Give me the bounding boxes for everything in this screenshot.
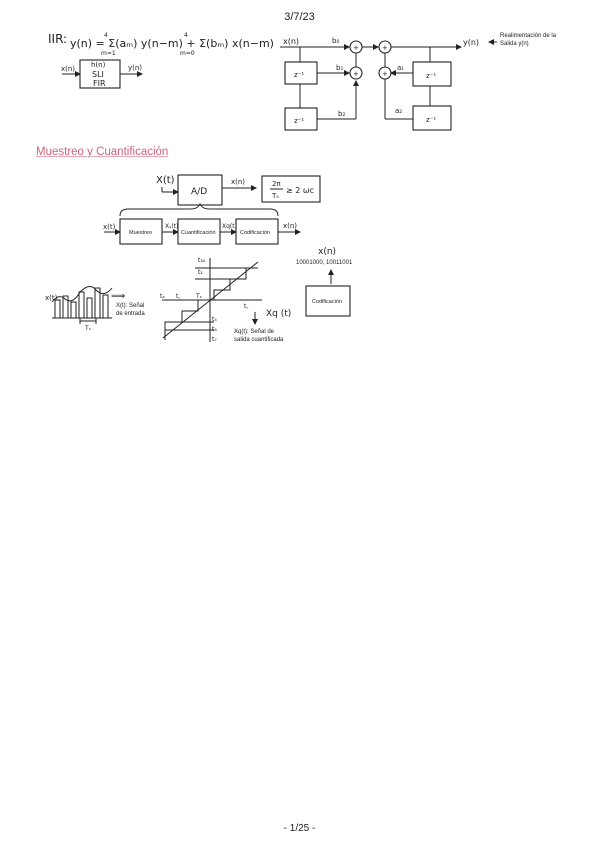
q-t7: t₇	[212, 336, 217, 343]
coding-box: Codificación	[312, 299, 342, 305]
coding-block: x(n) 10001000, 10011001 Codificación	[296, 247, 353, 317]
iir-sum-upper-b: 4	[184, 32, 188, 39]
feedback-note-2: Salida y(n)	[500, 41, 529, 47]
q-level-t1: t₁	[198, 269, 203, 276]
section-title: Muestreo y Cuantificación	[36, 146, 169, 158]
q-tb: t꜀	[176, 293, 180, 300]
q-ta: tₐ	[160, 293, 165, 300]
stage-cuantificacion: Cuantificación	[181, 230, 216, 236]
q-t6: t₆	[212, 326, 217, 333]
fir-box-top: h(n)	[91, 61, 106, 69]
implies-arrow: ⟹	[111, 291, 125, 302]
filter-output: y(n)	[463, 38, 479, 47]
coef-b1: b₁	[336, 64, 343, 72]
signal-ts: Tₛ	[84, 325, 91, 332]
stage-codificacion: Codificación	[240, 230, 270, 236]
delay-1: z⁻¹	[294, 71, 304, 79]
signal-label: x(t)	[45, 294, 58, 302]
q-caption-2: salida cuantificada	[234, 337, 284, 343]
q-output-symbol: Xq (t)	[266, 309, 291, 319]
sum-node-1: +	[353, 44, 359, 52]
q-level-top: t₃₄	[198, 257, 206, 264]
ad-output: x(n)	[231, 178, 245, 186]
ad-box: A/D	[191, 187, 207, 197]
processing-chain: x(t) Muestreo Xₛ(t) Cuantificación Xq(t)…	[103, 218, 301, 245]
q-caption-1: Xq(t): Señal de	[234, 329, 275, 335]
sum-node-2: +	[353, 70, 359, 78]
iir-sum-lower: m=1	[101, 50, 116, 57]
coef-b0: b₀	[332, 37, 339, 45]
fir-box-line1: SLI	[92, 70, 104, 79]
signal-caption-1: X(t): Señal	[116, 303, 144, 309]
iir-sum-upper: 4	[104, 32, 108, 39]
coef-a2: a₂	[395, 107, 402, 115]
delay-3: z⁻¹	[426, 72, 436, 80]
coef-b2: b₂	[338, 110, 345, 118]
q-t5: t₅	[212, 316, 217, 323]
sum-node-4: +	[382, 70, 388, 78]
page-date: 3/7/23	[284, 11, 315, 23]
chain-input: x(t)	[103, 223, 116, 231]
signal-caption-2: de entrada	[116, 311, 145, 317]
filter-diagram: x(n) z⁻¹ z⁻¹ b₀ b₁ b₂ + + +	[280, 33, 557, 131]
iir-label: IIR:	[48, 32, 67, 46]
filter-input: x(n)	[283, 37, 299, 46]
sampled-signal: x(t) Tₛ ⟹ X(t): Señal de entrada	[45, 286, 145, 332]
feedback-note-1: Realimentación de la	[500, 33, 557, 39]
q-ts: Tₛ	[195, 293, 202, 300]
fir-input: x(n)	[61, 65, 75, 73]
nyquist-num: 2π	[272, 180, 281, 188]
coef-a1: a₁	[397, 64, 404, 72]
delay-4: z⁻¹	[426, 116, 436, 124]
fir-box-line2: FIR	[93, 79, 106, 88]
coding-bits: 10001000, 10011001	[296, 260, 353, 266]
ad-converter: X(t) A/D x(n) 2π Tₛ ≥ 2 ωc	[119, 174, 321, 217]
chain-xs: Xₛ(t)	[165, 223, 178, 230]
stage-muestreo: Muestreo	[129, 230, 152, 236]
q-tc: t꜀	[244, 303, 248, 310]
chain-output: x(n)	[283, 222, 297, 230]
page-number: - 1/25 -	[283, 823, 316, 834]
quantizer-graph: t₃₄ t₁ tₐ t꜀ Tₛ t꜀ t₅ t₆ t₇ Xq (t) Xq(t)…	[160, 257, 291, 343]
iir-sum-lower-b: m=0	[180, 50, 195, 57]
iir-equation: y(n) = Σ(aₘ) y(n−m) + Σ(bₘ) x(n−m)	[70, 37, 274, 50]
coding-label: x(n)	[318, 247, 336, 257]
fir-output: y(n)	[128, 64, 142, 72]
delay-2: z⁻¹	[294, 117, 304, 125]
ad-input: X(t)	[156, 175, 175, 186]
nyquist-rhs: ≥ 2 ωc	[286, 186, 314, 195]
chain-xq: Xq(t)	[222, 223, 237, 230]
fir-block: x(n) h(n) SLI FIR y(n)	[61, 59, 143, 89]
nyquist-den: Tₛ	[271, 192, 279, 200]
sum-node-3: +	[382, 44, 388, 52]
